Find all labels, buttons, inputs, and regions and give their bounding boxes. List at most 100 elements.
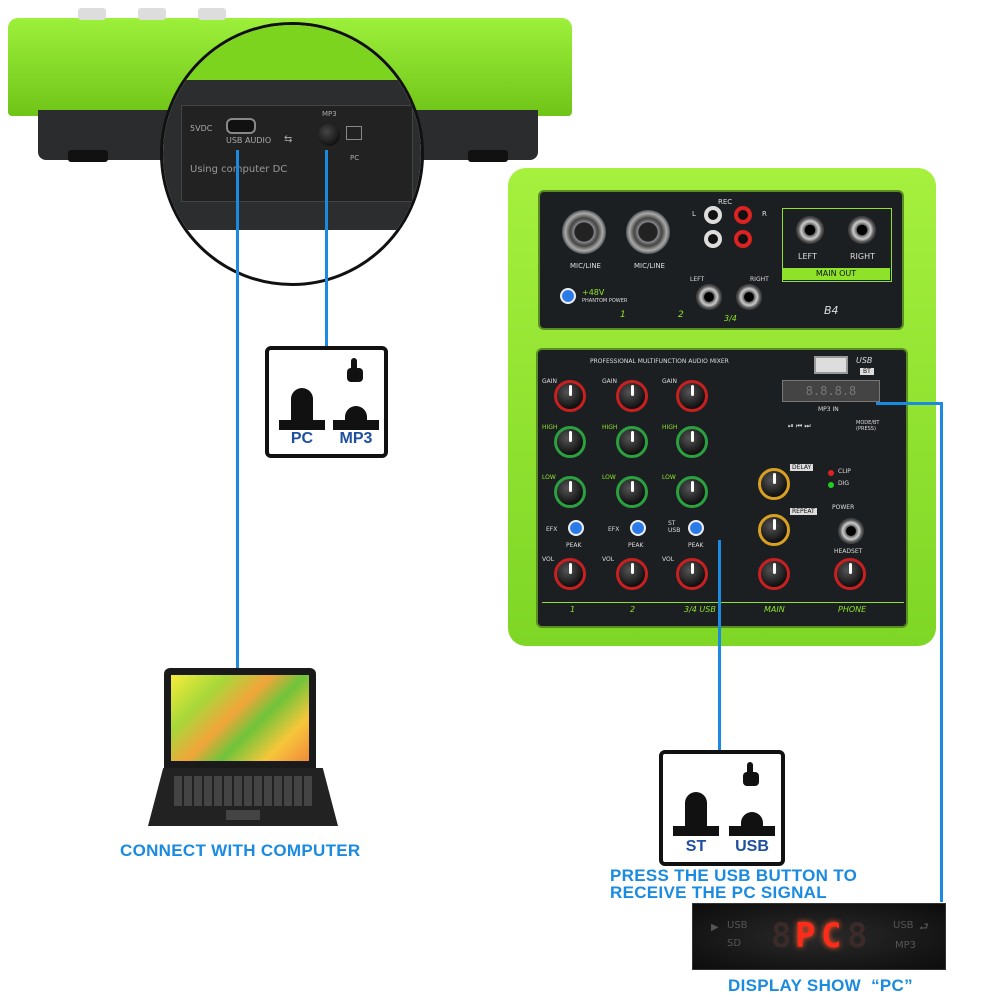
laptop-illustration <box>148 668 338 830</box>
main-out-left-label: LEFT <box>798 252 817 261</box>
main-out-label: MAIN OUT <box>782 268 890 280</box>
low-knob-1[interactable] <box>554 476 586 508</box>
jack-main-left[interactable] <box>796 216 824 244</box>
line-to-pc-mp3-switch <box>325 150 328 348</box>
phantom-power-label: PHANTOM POWER <box>582 298 628 304</box>
ch34-left-label: LEFT <box>690 276 705 283</box>
low-knob-3[interactable] <box>676 476 708 508</box>
usb-icon: ⇆ <box>284 134 293 145</box>
digit-3: C <box>821 916 842 956</box>
mp3-pc-button[interactable] <box>318 124 340 146</box>
footer-phone: PHONE <box>838 605 867 614</box>
high-knob-1[interactable] <box>554 426 586 458</box>
bt-label: BT <box>860 368 874 375</box>
mic-line-label-2: MIC/LINE <box>634 262 665 270</box>
pc-mp3-switch-diagram: PC MP3 <box>265 346 388 458</box>
pc-switch-up <box>291 388 313 422</box>
dig-label: DIG <box>838 480 850 487</box>
play-icon: ▶ <box>711 922 719 933</box>
footer-ch2: 2 <box>630 605 636 614</box>
hand-press-icon-2 <box>743 762 759 788</box>
low-knob-2[interactable] <box>616 476 648 508</box>
vol-knob-2[interactable] <box>616 558 648 590</box>
headphone-jack[interactable] <box>838 518 864 544</box>
usb-port-front[interactable] <box>814 356 848 374</box>
rca-rec-r[interactable] <box>734 206 752 224</box>
line-display-vertical <box>940 402 943 902</box>
gain-knob-2[interactable] <box>616 380 648 412</box>
digit-1: 8 <box>771 916 792 956</box>
high-knob-2[interactable] <box>616 426 648 458</box>
efx-button-2[interactable] <box>630 520 646 536</box>
gain-label-2: GAIN <box>602 378 618 385</box>
xlr-ch2[interactable] <box>626 210 670 254</box>
st-switch-up <box>685 792 707 828</box>
top-studs <box>68 8 268 20</box>
mixer-control-panel: PROFESSIONAL MULTIFUNCTION AUDIO MIXER U… <box>536 348 908 628</box>
high-label-1: HIGH <box>542 424 558 431</box>
gain-label-1: GAIN <box>542 378 558 385</box>
mixer-b4: MIC/LINE MIC/LINE +48V PHANTOM POWER 1 2… <box>508 168 936 646</box>
gain-knob-3[interactable] <box>676 380 708 412</box>
main-knob[interactable] <box>758 558 790 590</box>
mini-display: 8.8.8.8 <box>782 380 880 402</box>
st-usb-switch-diagram: ST USB <box>659 750 785 866</box>
footer-main: MAIN <box>764 605 785 614</box>
rec-l-label: L <box>692 210 696 218</box>
efx-label-2: EFX <box>608 526 620 533</box>
low-label-3: LOW <box>662 474 676 481</box>
vol-label-2: VOL <box>602 556 615 563</box>
jack-ch4[interactable] <box>736 284 762 310</box>
vol-label-1: VOL <box>542 556 555 563</box>
usb-c-port <box>226 118 256 134</box>
laptop-lid <box>164 668 316 768</box>
rca-in-r[interactable] <box>734 230 752 248</box>
rec-r-label: R <box>762 210 767 218</box>
ch34-right-label: RIGHT <box>750 276 769 283</box>
phone-knob[interactable] <box>834 558 866 590</box>
connect-caption: CONNECT WITH COMPUTER <box>120 841 361 860</box>
high-label-3: HIGH <box>662 424 678 431</box>
footer-ch34: 3/4 USB <box>684 605 716 614</box>
jack-ch3[interactable] <box>696 284 722 310</box>
efx-button-1[interactable] <box>568 520 584 536</box>
low-label-2: LOW <box>602 474 616 481</box>
rca-in-l[interactable] <box>704 230 722 248</box>
label-mp3-rear: MP3 <box>322 110 337 118</box>
st-usb-button[interactable] <box>688 520 704 536</box>
vol-knob-3[interactable] <box>676 558 708 590</box>
zoom-circle: 5VDC USB AUDIO ⇆ Using computer DC MP3 P… <box>160 22 424 286</box>
vol-label-3: VOL <box>662 556 675 563</box>
peak-label-2: PEAK <box>628 542 644 549</box>
repeat-label: REPEAT <box>790 508 817 515</box>
gain-knob-1[interactable] <box>554 380 586 412</box>
clip-led <box>828 470 834 476</box>
gain-label-3: GAIN <box>662 378 678 385</box>
vol-knob-1[interactable] <box>554 558 586 590</box>
repeat-icon: ⮐ <box>919 920 929 933</box>
repeat-knob[interactable] <box>758 514 790 546</box>
rca-rec-l[interactable] <box>704 206 722 224</box>
peak-label-1: PEAK <box>566 542 582 549</box>
display-mp3-right: MP3 <box>895 940 917 951</box>
dig-led <box>828 482 834 488</box>
jack-main-right[interactable] <box>848 216 876 244</box>
transport-icons[interactable]: ⏯ ⏮ ⏭ <box>788 422 811 430</box>
high-label-2: HIGH <box>602 424 618 431</box>
mp3-switch-down <box>345 406 367 422</box>
laptop-keyboard-base <box>148 768 338 826</box>
line-display-horizontal <box>876 402 942 405</box>
st-usb-label: ST USB <box>668 520 681 534</box>
digit-2: P <box>795 916 816 956</box>
xlr-ch1[interactable] <box>562 210 606 254</box>
phantom-button[interactable] <box>560 288 576 304</box>
efx-label-1: EFX <box>546 526 558 533</box>
ch34-number: 3/4 <box>724 314 737 323</box>
high-knob-3[interactable] <box>676 426 708 458</box>
hand-press-icon <box>347 358 363 384</box>
phantom-label: +48V <box>582 288 605 297</box>
mixer-input-panel: MIC/LINE MIC/LINE +48V PHANTOM POWER 1 2… <box>538 190 904 330</box>
display-sd-left: SD <box>727 938 742 949</box>
peak-label-3: PEAK <box>688 542 704 549</box>
delay-knob[interactable] <box>758 468 790 500</box>
